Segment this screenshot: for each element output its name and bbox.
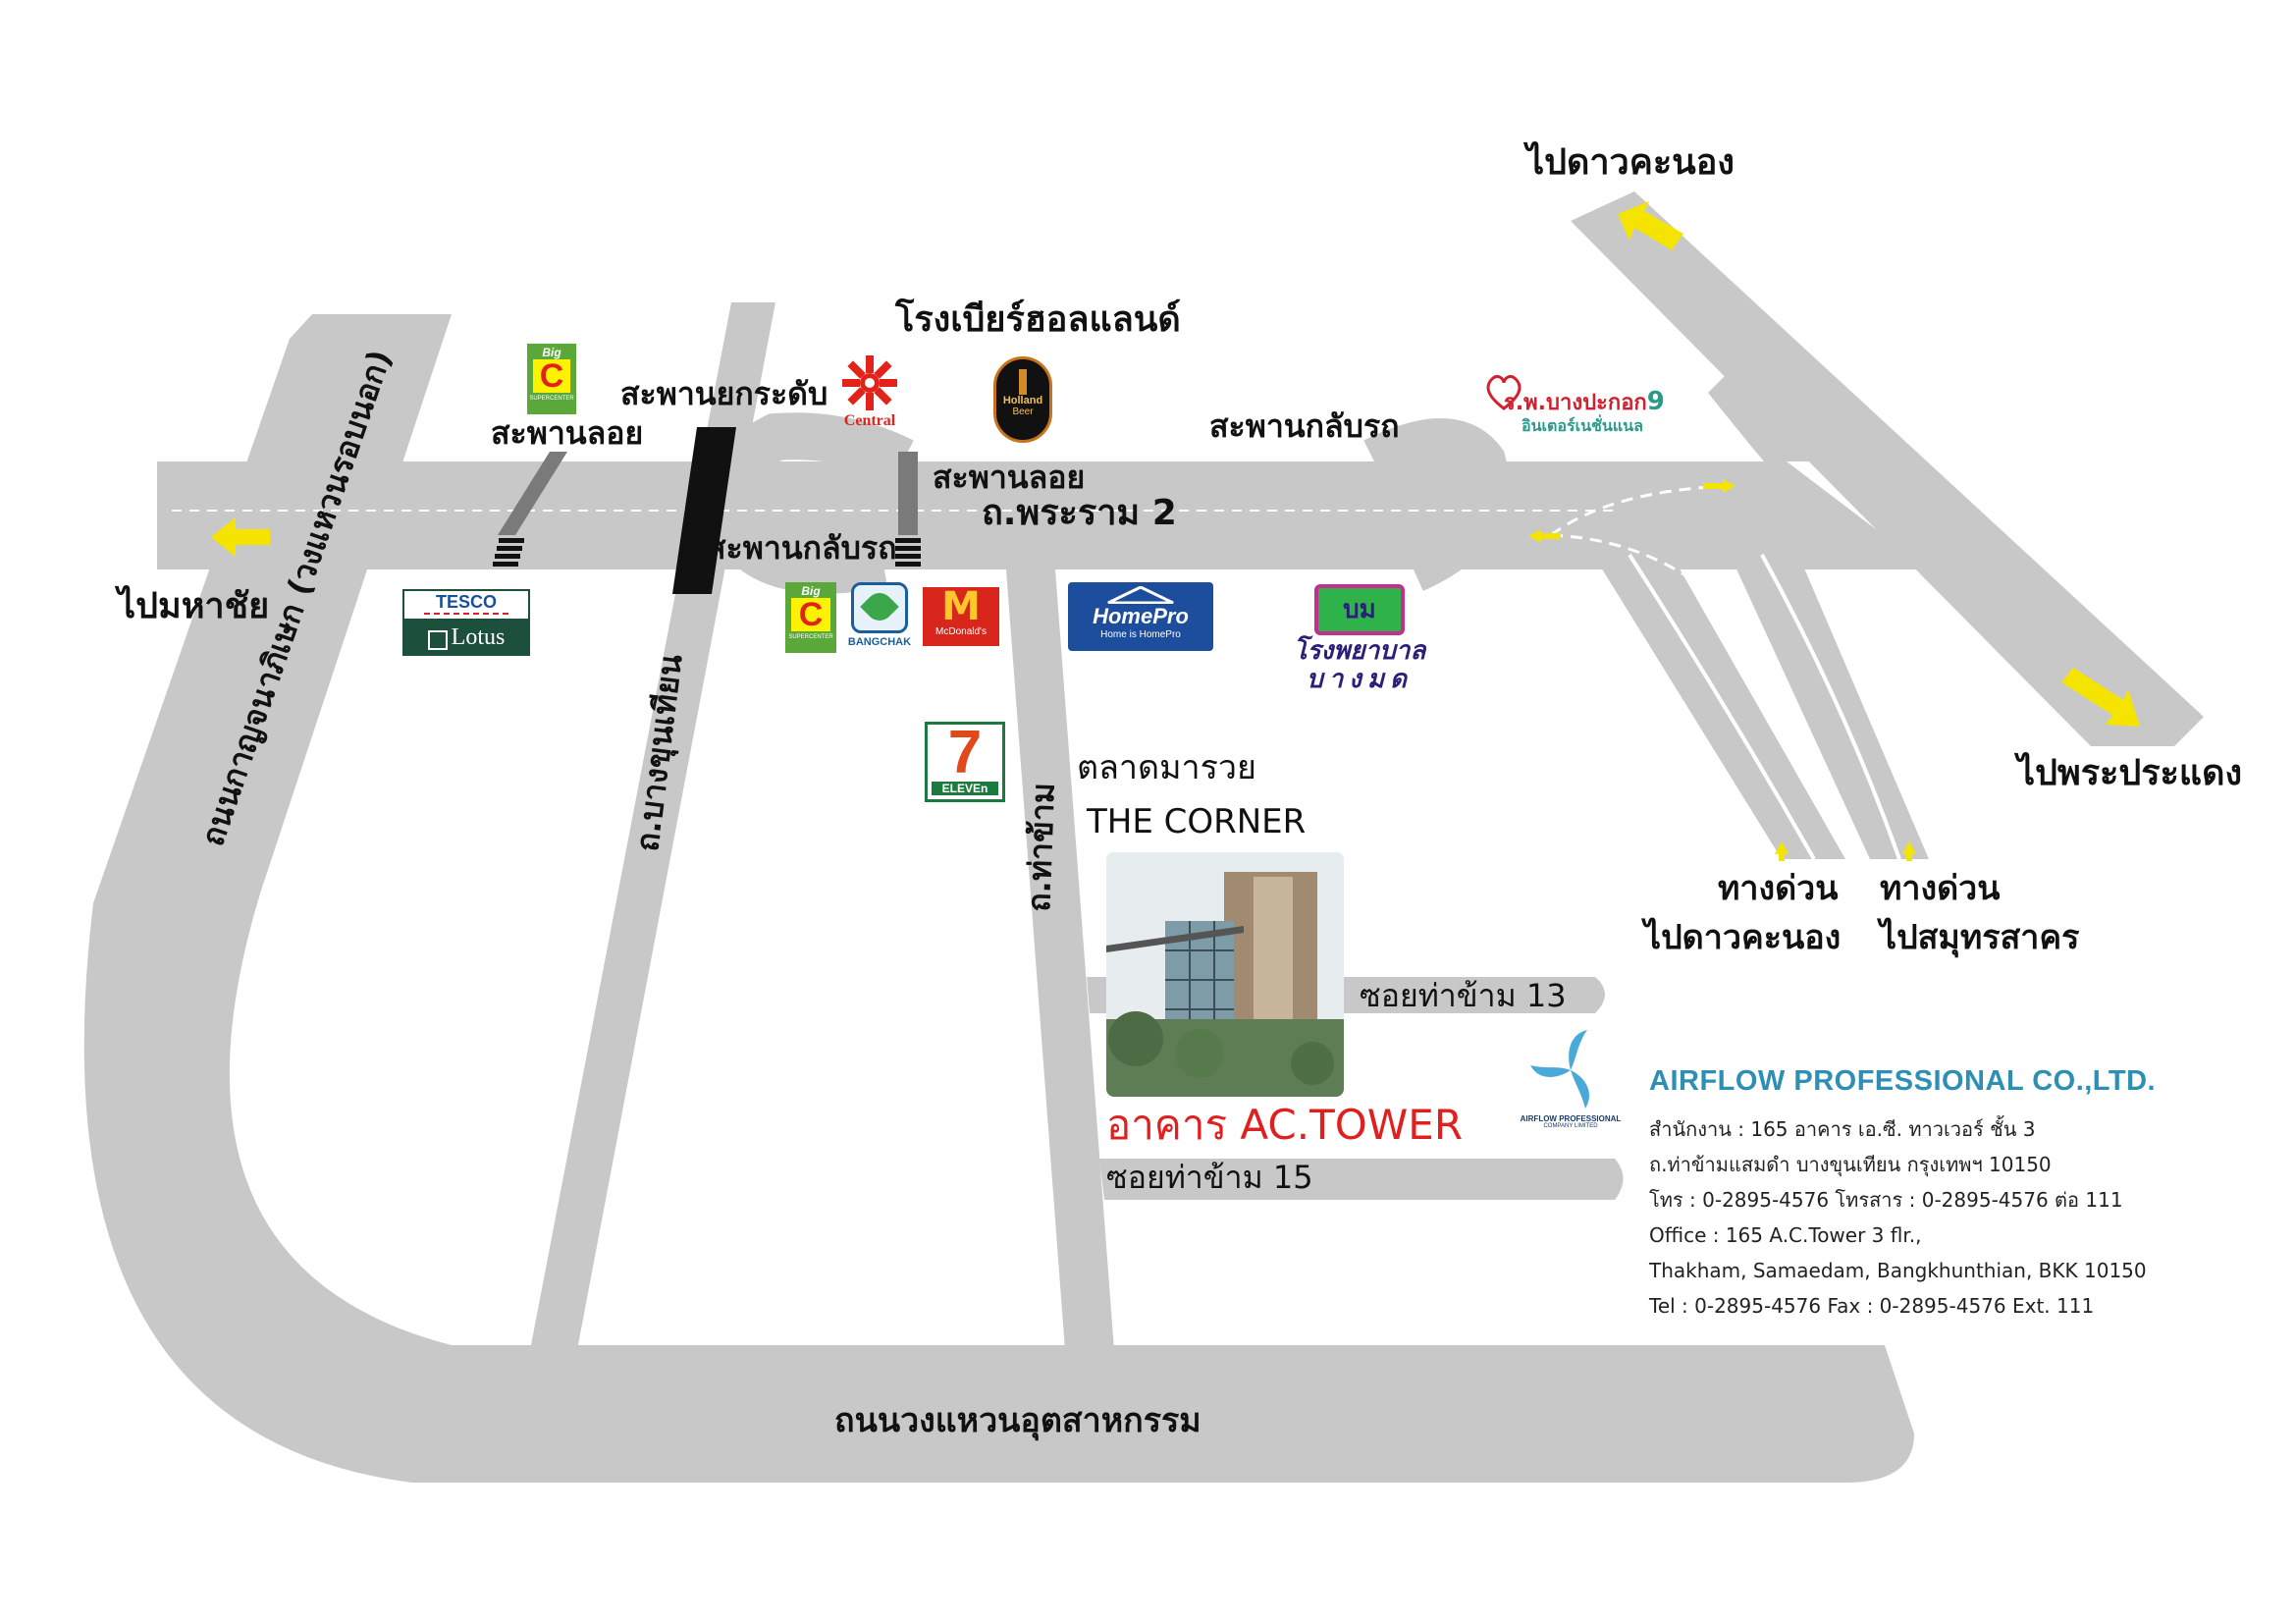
uturn-bridge-left	[702, 412, 914, 594]
label-ac-tower: อาคาร AC.TOWER	[1106, 1101, 1464, 1149]
company-line-1: สำนักงาน : 165 อาคาร เอ.ซี. ทาวเวอร์ ชั้…	[1649, 1117, 2036, 1141]
label-expressway-1-line2: ไปดาวคะนอง	[1644, 918, 1842, 957]
expressway-ramp-1	[1590, 550, 1845, 859]
mcdonalds-logo: M McDonald's	[923, 587, 999, 646]
flyover-left-steps	[493, 538, 524, 567]
merge-dashes	[1550, 484, 1749, 629]
uturn-bridge-right	[1363, 418, 1510, 591]
central-logo: Central	[834, 353, 905, 444]
label-expressway-2-line1: ทางด่วน	[1880, 869, 2001, 908]
label-uturn-left: สะพานกลับรถ	[707, 529, 897, 567]
airflow-logo: AIRFLOW PROFESSIONAL COMPANY LIMITED	[1512, 1026, 1629, 1144]
arrow-to-phra-pradaeng	[2061, 668, 2140, 727]
road-diagonal-phra-pradaeng	[1571, 191, 2204, 746]
small-yellow-arrows	[1528, 479, 1916, 861]
elevated-bridge	[672, 427, 736, 594]
flyover-mid	[898, 452, 918, 535]
company-name: AIRFLOW PROFESSIONAL CO.,LTD.	[1649, 1065, 2157, 1097]
company-line-6: Tel : 0-2895-4576 Fax : 0-2895-4576 Ext.…	[1649, 1294, 2095, 1318]
road-ring-industrial	[83, 314, 1914, 1483]
expressway-ramp-2	[1728, 550, 1929, 859]
golden-arches-icon: M	[941, 587, 981, 629]
company-line-5: Thakham, Samaedam, Bangkhunthian, BKK 10…	[1649, 1259, 2147, 1282]
bigc-logo-top: Big C SUPERCENTER	[527, 344, 576, 414]
homepro-logo: HomePro Home is HomePro	[1068, 582, 1213, 651]
company-line-4: Office : 165 A.C.Tower 3 flr.,	[1649, 1223, 1922, 1247]
label-rama2-road: ถ.พระราม 2	[982, 493, 1177, 533]
company-info: AIRFLOW PROFESSIONAL CO.,LTD. สำนักงาน :…	[1649, 1065, 2156, 1324]
roof-icon	[1107, 586, 1174, 604]
company-line-3: โทร : 0-2895-4576 โทรสาร : 0-2895-4576 ต…	[1649, 1188, 2123, 1212]
hospital-bangmod-logo: บม โรงพยาบาล บางมด	[1266, 584, 1453, 697]
seven-eleven-logo: 7 ELEVEn	[925, 722, 1005, 802]
label-soi-15: ซอยท่าข้าม 15	[1106, 1159, 1313, 1196]
bangchak-leaf-icon	[851, 582, 908, 633]
arrow-to-dao-khanong	[1618, 201, 1683, 250]
ac-tower-photo	[1106, 852, 1344, 1097]
road-soi-15	[1099, 1159, 1624, 1200]
label-to-mahachai: ไปมหาชัย	[118, 586, 270, 626]
hospital-bangpakok-logo: ร.พ.บางปะกอก9 อินเตอร์เนชั่นแนล	[1482, 371, 1688, 440]
label-expressway-1-line1: ทางด่วน	[1718, 869, 1839, 908]
label-tha-kham-road: ถ.ท่าข้าม	[1020, 782, 1062, 913]
road-tha-kham	[1006, 569, 1114, 1350]
label-beer-house: โรงเบียร์ฮอลแลนด์	[895, 299, 1181, 340]
label-soi-13: ซอยท่าข้าม 13	[1360, 977, 1567, 1014]
lotus-icon	[427, 629, 448, 650]
label-flyover-mid: สะพานลอย	[933, 459, 1086, 496]
airflow-swirl-icon	[1530, 1030, 1590, 1109]
label-to-phra-pradaeng: ไปพระประแดง	[2017, 753, 2243, 793]
ramp-separators	[1628, 553, 1901, 860]
company-line-2: ถ.ท่าข้ามแสมดำ บางขุนเทียน กรุงเทพฯ 1015…	[1649, 1153, 2052, 1176]
building-image	[1106, 852, 1344, 1097]
label-talad-marauay: ตลาดมารวย	[1077, 748, 1256, 787]
arrow-to-mahachai	[211, 517, 270, 557]
label-the-corner: THE CORNER	[1087, 802, 1307, 841]
label-expressway-2-line2: ไปสมุทรสาคร	[1880, 918, 2080, 957]
label-ring-road-industrial: ถนนวงแหวนอุตสาหกรรม	[834, 1401, 1201, 1440]
flyover-left	[498, 452, 567, 535]
bangchak-logo: BANGCHAK	[846, 582, 913, 653]
label-uturn-right: สะพานกลับรถ	[1209, 407, 1400, 445]
holland-beer-logo: Holland Beer	[993, 356, 1052, 443]
heart-icon	[1486, 375, 1522, 410]
tesco-lotus-logo: TESCO Lotus	[402, 589, 530, 656]
label-elevated-bridge: สะพานยกระดับ	[620, 375, 828, 412]
road-curve-connector	[1708, 353, 1845, 468]
label-flyover-left: สะพานลอย	[491, 414, 644, 452]
holland-tap-icon	[1019, 369, 1027, 395]
bigc-logo-bottom: Big C SUPERCENTER	[785, 582, 836, 653]
flyover-mid-steps	[895, 538, 921, 567]
label-to-dao-khanong: ไปดาวคะนอง	[1526, 142, 1735, 183]
central-flower-icon	[842, 355, 897, 410]
